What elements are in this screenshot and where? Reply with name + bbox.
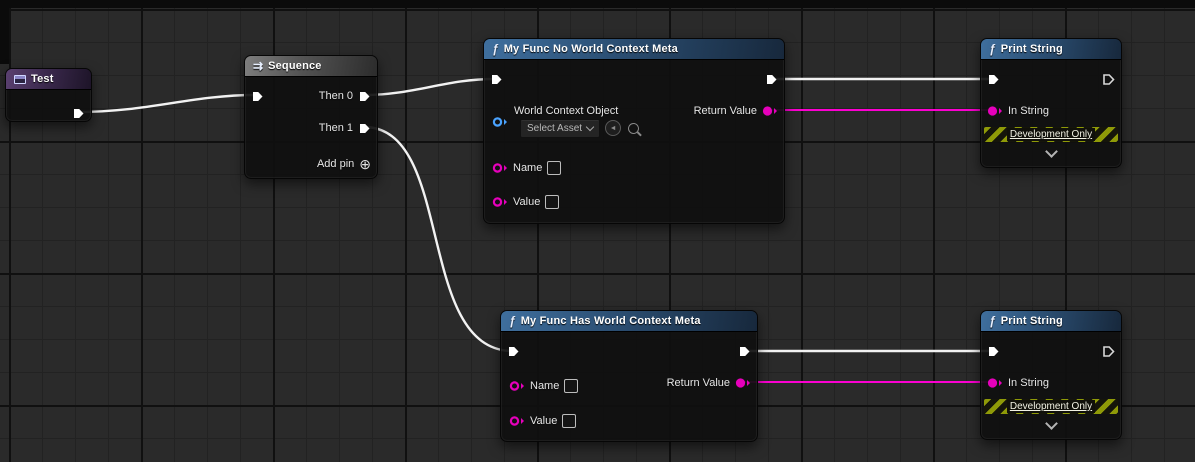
node-test[interactable]: Test	[5, 68, 92, 122]
exec-in-pin[interactable]	[987, 73, 1000, 86]
node-title: Print String	[1000, 315, 1063, 327]
exec-in-pin[interactable]	[987, 345, 1000, 358]
pin-label-then0: Then 0	[318, 90, 353, 102]
browse-asset-button[interactable]	[628, 122, 640, 134]
development-only-badge: Development Only	[984, 399, 1118, 414]
exec-in-pin[interactable]	[251, 90, 264, 103]
exec-out-pin-then1[interactable]	[358, 122, 371, 135]
in-string-pin[interactable]	[987, 105, 1003, 117]
node-sequence-header[interactable]: ⇉ Sequence	[245, 56, 377, 77]
node-sequence[interactable]: ⇉ Sequence Then 0 Then 1 Add pin ⊕	[244, 55, 378, 179]
select-asset-value: Select Asset	[527, 122, 583, 134]
return-value-pin[interactable]	[735, 377, 751, 389]
pin-label-return-value: Return Value	[666, 377, 730, 389]
name-input[interactable]	[547, 161, 562, 175]
pin-label-in-string: In String	[1008, 105, 1049, 117]
pin-label-in-string: In String	[1008, 377, 1049, 389]
development-only-badge: Development Only	[984, 127, 1118, 142]
pin-label-world-context: World Context Object	[514, 105, 619, 117]
chevron-down-icon	[1044, 144, 1058, 158]
chevron-down-icon	[1044, 416, 1058, 430]
select-asset-dropdown[interactable]: Select Asset	[520, 118, 601, 138]
exec-out-pin[interactable]	[765, 73, 778, 86]
node-title: My Func Has World Context Meta	[520, 315, 701, 327]
node-title: My Func No World Context Meta	[503, 43, 678, 55]
function-icon: ƒ	[509, 314, 516, 328]
in-string-pin[interactable]	[987, 377, 1003, 389]
function-icon: ƒ	[492, 42, 499, 56]
node-print-string-top[interactable]: ƒ Print String In String Development Onl…	[980, 38, 1122, 168]
sequence-icon: ⇉	[253, 59, 264, 73]
wire-test-to-sequence[interactable]	[76, 93, 257, 114]
node-print-bottom-header[interactable]: ƒ Print String	[981, 311, 1121, 332]
function-icon: ƒ	[989, 42, 996, 56]
node-test-header[interactable]: Test	[6, 69, 91, 90]
exec-out-pin[interactable]	[72, 107, 85, 120]
value-pin[interactable]	[509, 415, 525, 427]
add-pin-icon[interactable]: ⊕	[359, 156, 371, 172]
grid-origin-horizontal	[0, 0, 1195, 8]
node-title: Sequence	[268, 60, 322, 72]
pin-label-value: Value	[530, 415, 558, 427]
pin-label-name: Name	[530, 380, 560, 392]
wire-then0-to-func-no-world[interactable]	[363, 77, 496, 97]
exec-in-pin[interactable]	[507, 345, 520, 358]
exec-out-pin[interactable]	[1102, 73, 1115, 86]
pin-label-return-value: Return Value	[693, 105, 757, 117]
node-func-has-world-header[interactable]: ƒ My Func Has World Context Meta	[501, 311, 757, 332]
node-func-no-world-context[interactable]: ƒ My Func No World Context Meta World Co…	[483, 38, 785, 224]
exec-out-pin[interactable]	[1102, 345, 1115, 358]
name-pin[interactable]	[492, 162, 508, 174]
expand-node-button[interactable]	[981, 416, 1121, 432]
node-title: Print String	[1000, 43, 1063, 55]
node-func-no-world-header[interactable]: ƒ My Func No World Context Meta	[484, 39, 784, 60]
name-pin[interactable]	[509, 380, 525, 392]
event-icon	[14, 74, 26, 84]
node-print-string-bottom[interactable]: ƒ Print String In String Development Onl…	[980, 310, 1122, 440]
value-input[interactable]	[562, 414, 577, 428]
development-only-label: Development Only	[1006, 128, 1096, 141]
value-input[interactable]	[545, 195, 560, 209]
dropdown-chevron-icon	[585, 122, 595, 131]
development-only-label: Development Only	[1006, 400, 1096, 413]
name-input[interactable]	[564, 379, 579, 393]
pin-label-then1: Then 1	[318, 122, 353, 134]
expand-node-button[interactable]	[981, 144, 1121, 160]
pin-label-name: Name	[513, 162, 543, 174]
node-print-top-header[interactable]: ƒ Print String	[981, 39, 1121, 60]
exec-out-pin[interactable]	[738, 345, 751, 358]
wire-then1-to-func-has-world[interactable]	[363, 125, 514, 353]
function-icon: ƒ	[989, 314, 996, 328]
node-func-has-world-context[interactable]: ƒ My Func Has World Context Meta Return …	[500, 310, 758, 442]
exec-out-pin-then0[interactable]	[358, 90, 371, 103]
exec-in-pin[interactable]	[490, 73, 503, 86]
grid-origin-vertical	[0, 0, 9, 64]
return-value-pin[interactable]	[762, 105, 778, 117]
node-title: Test	[31, 73, 54, 85]
value-pin[interactable]	[492, 196, 508, 208]
world-context-object-pin[interactable]	[492, 116, 508, 128]
pin-label-value: Value	[513, 196, 541, 208]
use-selected-asset-button[interactable]: ◄	[605, 120, 622, 136]
add-pin-label: Add pin	[316, 158, 355, 170]
